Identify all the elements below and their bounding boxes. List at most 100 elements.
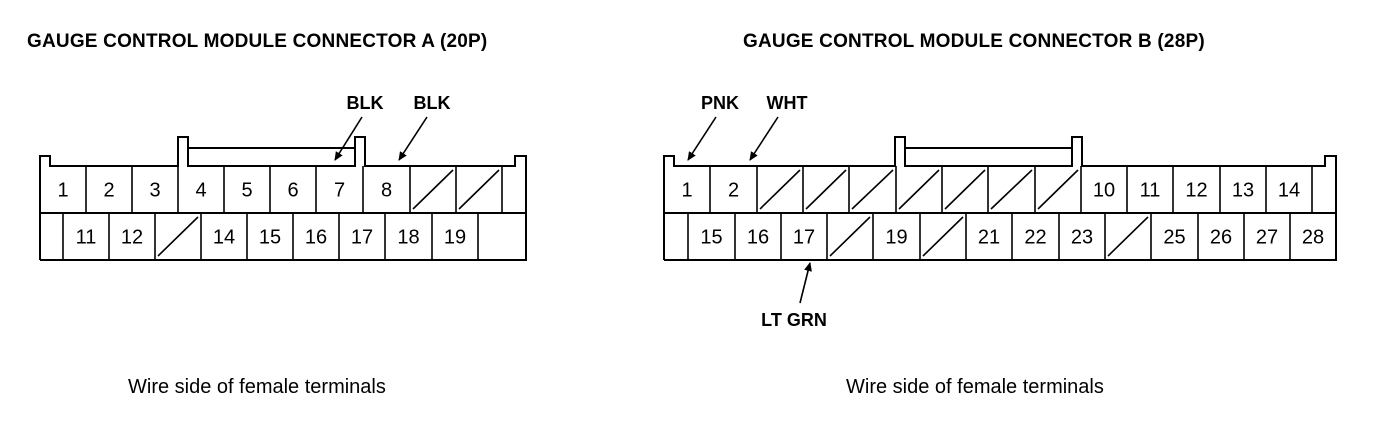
pin-number: 8 <box>381 180 392 202</box>
pin-number: 1 <box>681 180 692 202</box>
pin-cell: 23 <box>1071 213 1106 260</box>
connector-b-outline <box>663 136 1337 261</box>
pin-number: 13 <box>1232 180 1254 202</box>
pin-number: 25 <box>1163 227 1185 249</box>
pin-cell <box>922 213 967 260</box>
pin-cell <box>157 213 202 260</box>
pin-cell: 6 <box>287 166 317 213</box>
pin-number: 12 <box>1185 180 1207 202</box>
unused-cavity-mark <box>990 169 1033 210</box>
pin-number: 21 <box>978 227 1000 249</box>
connector-b-caption: Wire side of female terminals <box>846 376 1104 398</box>
pin-cell: 16 <box>305 213 340 260</box>
wire-callout: BLK <box>398 93 451 161</box>
pin-cell: 5 <box>241 166 271 213</box>
pin-number: 19 <box>444 227 466 249</box>
pin-number: 22 <box>1024 227 1046 249</box>
pin-cell: 12 <box>121 213 156 260</box>
pin-cell: 19 <box>885 213 921 260</box>
pin-number: 14 <box>1278 180 1300 202</box>
pin-number: 2 <box>103 180 114 202</box>
pin-cell <box>990 166 1036 213</box>
wire-callout: WHT <box>749 93 807 161</box>
wire-callout: LT GRN <box>761 262 827 330</box>
pin-cell: 16 <box>747 213 782 260</box>
wire-arrow <box>398 116 428 161</box>
pin-cell <box>898 166 943 213</box>
pin-number: 1 <box>57 180 68 202</box>
connector-a-latch <box>187 137 356 149</box>
connector-a-outline <box>39 136 527 261</box>
wire-callout: BLK <box>334 93 384 161</box>
pin-cell: 13 <box>1232 166 1267 213</box>
pin-cell: 11 <box>76 213 110 260</box>
pin-number: 26 <box>1210 227 1232 249</box>
unused-cavity-mark <box>898 169 940 210</box>
wire-arrow <box>799 262 812 304</box>
wire-color-label: BLK <box>347 93 384 113</box>
pin-cell: 11 <box>1140 166 1174 213</box>
wire-arrow <box>334 116 363 161</box>
pin-cell <box>1107 213 1152 260</box>
pin-cell: 1 <box>57 166 87 213</box>
pin-number: 18 <box>397 227 419 249</box>
pin-cell: 26 <box>1210 213 1245 260</box>
pin-cell: 14 <box>1278 166 1313 213</box>
wire-color-label: LT GRN <box>761 310 827 330</box>
pin-cell: 15 <box>700 213 736 260</box>
unused-cavity-mark <box>922 216 964 257</box>
pin-cell: 14 <box>213 213 248 260</box>
pin-cell <box>944 166 989 213</box>
wire-callout: PNK <box>687 93 739 161</box>
pin-number: 15 <box>259 227 281 249</box>
pin-cell: 2 <box>728 166 758 213</box>
pin-number: 11 <box>1140 180 1161 202</box>
pin-cell: 25 <box>1163 213 1199 260</box>
unused-cavity-mark <box>458 169 500 210</box>
pin-cell: 21 <box>978 213 1013 260</box>
pin-cell <box>829 213 874 260</box>
pin-cell <box>851 166 897 213</box>
pin-number: 15 <box>700 227 722 249</box>
pin-number: 11 <box>76 227 97 249</box>
wire-arrow <box>749 116 779 161</box>
pin-cell: 7 <box>334 166 364 213</box>
pin-cell: 10 <box>1093 166 1128 213</box>
pin-number: 6 <box>287 180 298 202</box>
pin-cell: 22 <box>1024 213 1060 260</box>
pin-number: 2 <box>728 180 739 202</box>
pin-number: 4 <box>195 180 206 202</box>
pin-number: 7 <box>334 180 345 202</box>
wire-color-label: BLK <box>414 93 451 113</box>
unused-cavity-mark <box>759 169 801 210</box>
pin-number: 5 <box>241 180 252 202</box>
unused-cavity-mark <box>944 169 986 210</box>
pin-cell <box>1037 166 1082 213</box>
connector-a-title: GAUGE CONTROL MODULE CONNECTOR A (20P) <box>27 31 488 52</box>
unused-cavity-mark <box>805 169 847 210</box>
unused-cavity-mark <box>1107 216 1149 257</box>
connector-b-latch <box>904 137 1073 149</box>
pin-cell: 3 <box>149 166 179 213</box>
connector-a-caption: Wire side of female terminals <box>128 376 386 398</box>
unused-cavity-mark <box>851 169 894 210</box>
pin-cell: 2 <box>103 166 133 213</box>
pin-cell: 17 <box>793 213 828 260</box>
unused-cavity-mark <box>157 216 199 257</box>
unused-cavity-mark <box>412 169 454 210</box>
pin-number: 17 <box>793 227 815 249</box>
pin-cell: 4 <box>195 166 225 213</box>
pin-cell: 27 <box>1256 213 1291 260</box>
pin-cell: 19 <box>444 213 479 260</box>
wire-arrow <box>687 116 717 161</box>
pin-number: 12 <box>121 227 143 249</box>
pin-cell <box>458 166 503 213</box>
pin-cell: 18 <box>397 213 433 260</box>
pin-number: 23 <box>1071 227 1093 249</box>
pin-cell <box>759 166 804 213</box>
pin-number: 16 <box>747 227 769 249</box>
pin-cell: 1 <box>681 166 711 213</box>
